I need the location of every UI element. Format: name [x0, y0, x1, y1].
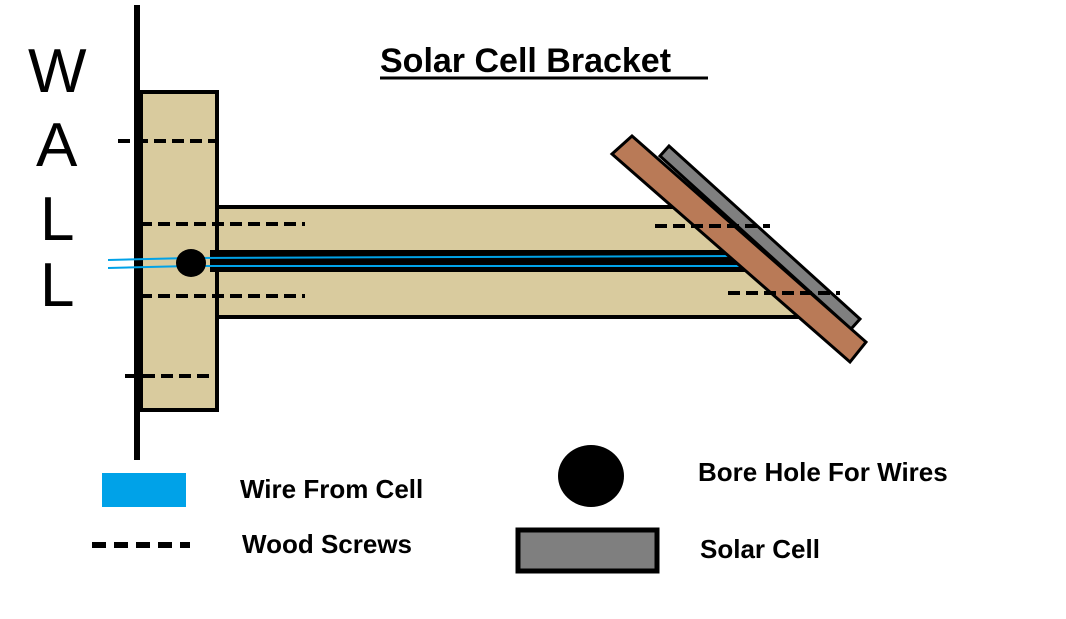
mounting-plate [139, 90, 219, 412]
wall-letter-l2: L [40, 251, 74, 320]
legend-bore-hole-swatch [558, 445, 624, 507]
wall-letter-w: W [28, 37, 87, 106]
legend-wire-label: Wire From Cell [240, 474, 423, 504]
legend-wire-swatch [102, 473, 186, 507]
wood-screws [118, 139, 840, 378]
bore-hole [176, 249, 206, 277]
legend-bore-hole-label: Bore Hole For Wires [698, 457, 948, 487]
wires [107, 255, 741, 269]
wall-letter-l1: L [40, 185, 74, 254]
wall-letter-a: A [36, 111, 78, 180]
legend-solar-cell-label: Solar Cell [700, 534, 820, 564]
legend-screws-label: Wood Screws [242, 529, 412, 559]
wire-channel [210, 250, 746, 272]
diagram-title: Solar Cell Bracket [380, 42, 671, 80]
legend-solar-cell-swatch [515, 527, 660, 574]
